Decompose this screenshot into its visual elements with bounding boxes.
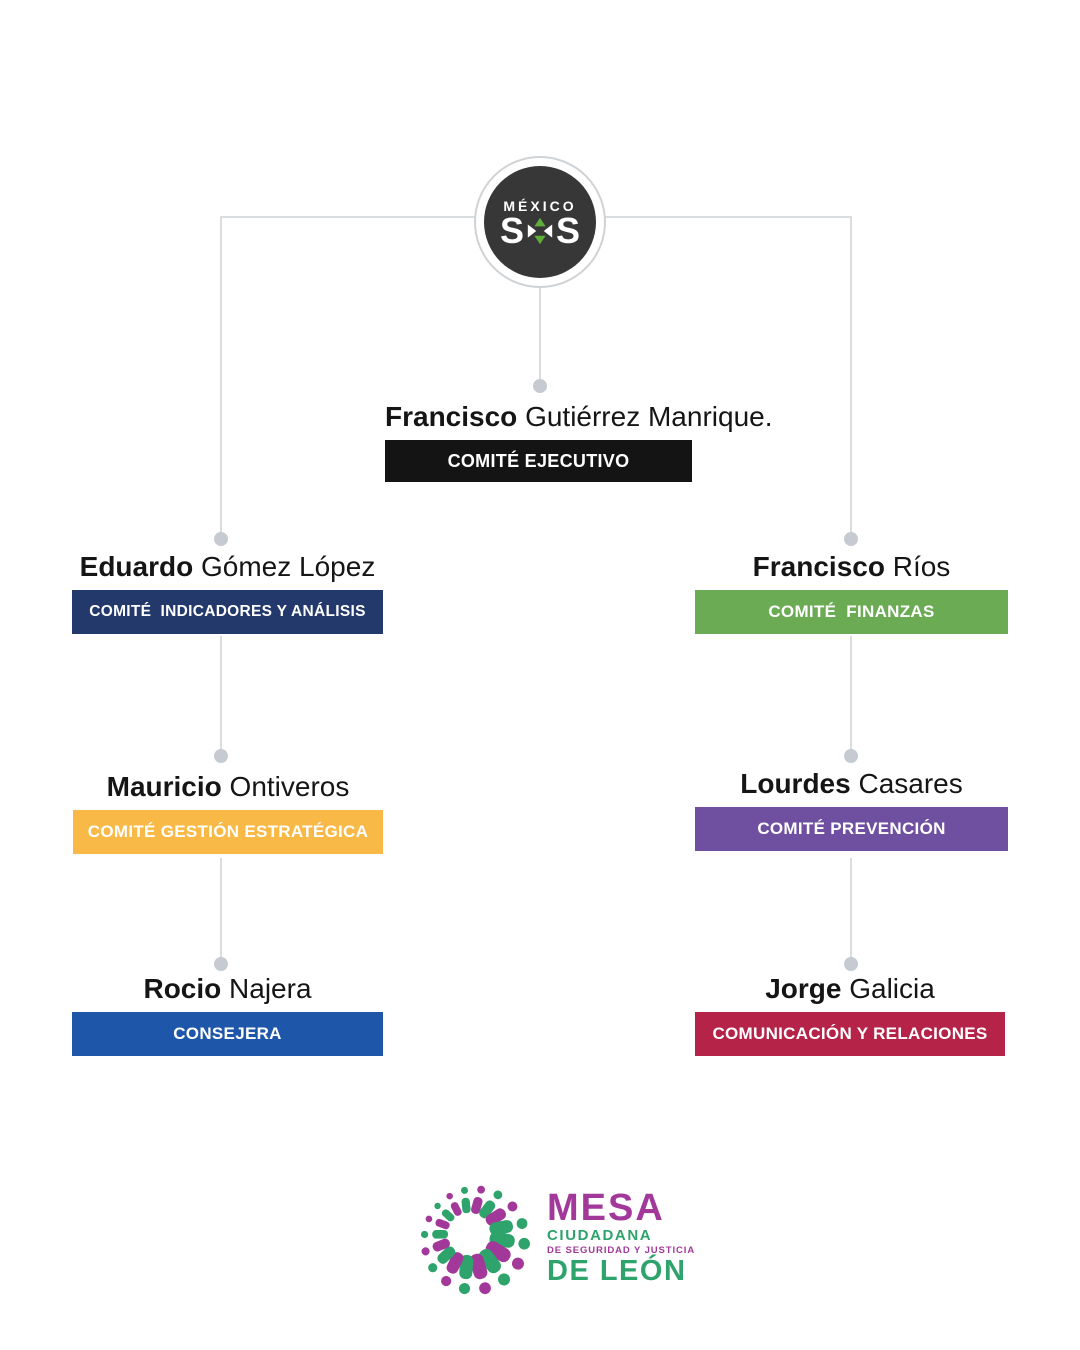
person-first-name: Francisco bbox=[385, 401, 518, 432]
sos-letter-s: S bbox=[499, 209, 524, 251]
person-name: Rocio Najera bbox=[72, 972, 383, 1006]
connector-center-vertical bbox=[539, 284, 541, 380]
connector-right-vertical-1 bbox=[850, 216, 852, 532]
person-first-name: Rocio bbox=[143, 973, 222, 1004]
connector-left-vertical-1 bbox=[220, 216, 222, 532]
connector-dot bbox=[844, 957, 858, 971]
person-first-name: Eduardo bbox=[79, 551, 194, 582]
committee-badge: COMITÉ PREVENCIÓN bbox=[695, 807, 1008, 851]
mesa-ciudadana-logo: MESA CIUDADANA DE SEGURIDAD Y JUSTICIA D… bbox=[403, 1168, 695, 1300]
connector-right-vertical-3 bbox=[850, 858, 852, 958]
person-last-name: Najera bbox=[229, 973, 312, 1004]
mesa-wordmark: MESA CIUDADANA DE SEGURIDAD Y JUSTICIA D… bbox=[547, 1187, 696, 1287]
node-comunicacion: Jorge Galicia COMUNICACIÓN Y RELACIONES bbox=[695, 972, 1005, 1056]
connector-dot bbox=[214, 957, 228, 971]
node-consejera: Rocio Najera CONSEJERA bbox=[72, 972, 383, 1056]
person-name: Eduardo Gómez López bbox=[72, 550, 383, 584]
sos-wordmark: S S bbox=[499, 209, 581, 251]
connector-dot bbox=[844, 532, 858, 546]
person-name: Francisco Gutiérrez Manrique. bbox=[385, 400, 773, 434]
connector-left-vertical-2 bbox=[220, 636, 222, 750]
node-comite-gestion: Mauricio Ontiveros COMITÉ GESTIÓN ESTRAT… bbox=[73, 770, 383, 854]
person-name: Lourdes Casares bbox=[695, 767, 1008, 801]
mexico-label: MÉXICO bbox=[503, 197, 577, 214]
mexico-sos-logo-circle: MÉXICO S S bbox=[484, 166, 596, 278]
person-last-name: Gutiérrez Manrique. bbox=[525, 401, 773, 432]
connector-dot bbox=[844, 749, 858, 763]
person-first-name: Francisco bbox=[752, 551, 885, 582]
node-comite-prevencion: Lourdes Casares COMITÉ PREVENCIÓN bbox=[695, 767, 1008, 851]
sos-target-icon bbox=[525, 216, 555, 245]
committee-badge: COMUNICACIÓN Y RELACIONES bbox=[695, 1012, 1005, 1056]
person-first-name: Mauricio bbox=[106, 771, 222, 802]
mesa-line-3: DE SEGURIDAD Y JUSTICIA bbox=[547, 1245, 696, 1256]
mexico-sos-logo: MÉXICO S S bbox=[474, 156, 606, 288]
node-comite-finanzas: Francisco Ríos COMITÉ FINANZAS bbox=[695, 550, 1008, 634]
committee-badge: COMITÉ GESTIÓN ESTRATÉGICA bbox=[73, 810, 383, 854]
connector-dot bbox=[214, 749, 228, 763]
mesa-line-4: DE LEÓN bbox=[547, 1255, 687, 1287]
person-first-name: Jorge bbox=[765, 973, 842, 1004]
connector-dot bbox=[214, 532, 228, 546]
person-last-name: Casares bbox=[858, 768, 963, 799]
committee-badge: CONSEJERA bbox=[72, 1012, 383, 1056]
committee-badge: COMITÉ EJECUTIVO bbox=[385, 440, 692, 482]
mesa-ring-icon bbox=[420, 1185, 531, 1295]
sos-letter-s: S bbox=[556, 209, 581, 251]
connector-dot bbox=[533, 379, 547, 393]
person-last-name: Galicia bbox=[849, 973, 935, 1004]
person-name: Francisco Ríos bbox=[695, 550, 1008, 584]
mesa-line-1: MESA bbox=[547, 1187, 665, 1229]
connector-right-vertical-2 bbox=[850, 636, 852, 750]
node-comite-indicadores: Eduardo Gómez López COMITÉ INDICADORES Y… bbox=[72, 550, 383, 634]
person-last-name: Gómez López bbox=[201, 551, 376, 582]
person-name: Jorge Galicia bbox=[695, 972, 1005, 1006]
committee-badge: COMITÉ INDICADORES Y ANÁLISIS bbox=[72, 590, 383, 634]
person-last-name: Ríos bbox=[892, 551, 951, 582]
committee-badge: COMITÉ FINANZAS bbox=[695, 590, 1008, 634]
person-name: Mauricio Ontiveros bbox=[73, 770, 383, 804]
connector-left-vertical-3 bbox=[220, 858, 222, 958]
mesa-line-2: CIUDADANA bbox=[547, 1227, 653, 1244]
node-comite-ejecutivo: Francisco Gutiérrez Manrique. COMITÉ EJE… bbox=[385, 400, 773, 482]
person-last-name: Ontiveros bbox=[229, 771, 350, 802]
person-first-name: Lourdes bbox=[740, 768, 851, 799]
